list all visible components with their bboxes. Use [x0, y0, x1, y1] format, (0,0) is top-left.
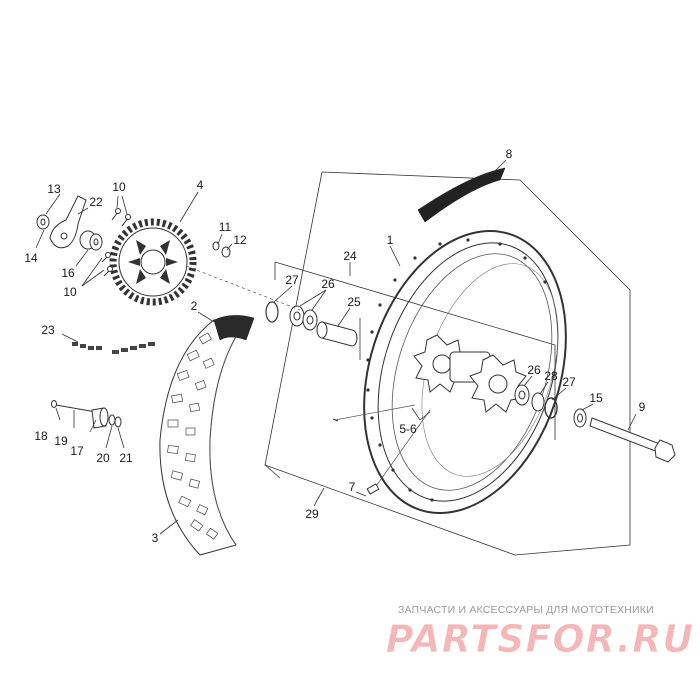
callout-15: 15: [589, 391, 603, 405]
axle-9: [589, 417, 676, 463]
chain-23: [72, 342, 155, 354]
rim-spoke-holes: [366, 238, 547, 502]
callout-10-bottom: 10: [63, 285, 77, 299]
leader-lines: [35, 159, 637, 535]
nut-13: [36, 214, 50, 230]
callout-4: 4: [197, 178, 204, 192]
sprocket-axis-line: [185, 265, 301, 311]
spacer-tube-25: [316, 321, 358, 347]
rear-sprocket-4: [109, 218, 197, 306]
callout-16: 16: [61, 266, 75, 280]
callout-5-6: 5-6: [399, 422, 417, 436]
callout-8: 8: [506, 147, 513, 161]
callout-22: 22: [89, 195, 103, 209]
callout-1: 1: [387, 233, 394, 247]
tyre-3: [159, 319, 241, 556]
callout-28: 28: [544, 369, 558, 383]
hub: [413, 334, 527, 413]
rim-tape: [417, 167, 506, 223]
axle-spacer-15: [573, 408, 587, 428]
callout-14: 14: [24, 251, 38, 265]
callout-7: 7: [349, 480, 356, 494]
callout-20: 20: [96, 451, 110, 465]
callout-12: 12: [233, 233, 247, 247]
watermark-caption: ЗАПЧАСТИ И АКСЕССУАРЫ ДЛЯ МОТОТЕХНИКИ: [398, 604, 654, 616]
callout-13: 13: [47, 182, 61, 196]
callout-27-right: 27: [562, 375, 576, 389]
adjuster-nut-washer-20-21: [108, 414, 122, 428]
callout-24: 24: [343, 249, 357, 263]
callout-26-left: 26: [321, 277, 335, 291]
right-bearing-26: [514, 384, 530, 406]
callout-11: 11: [219, 220, 232, 234]
callout-23: 23: [41, 323, 55, 337]
callout-17: 17: [70, 444, 84, 458]
callout-27-left: 27: [285, 273, 299, 287]
brake-carrier-22: [49, 195, 87, 249]
sprocket-nut-washer-11-12: [212, 241, 231, 258]
watermark-logo: PARTSFOR.RU: [385, 617, 694, 662]
callout-10-top: 10: [112, 180, 126, 194]
spokes: [332, 404, 431, 493]
callout-29: 29: [305, 507, 319, 521]
adjuster-bolt-18-19: [51, 400, 97, 413]
callout-labels: 13 10 4 22 11 12 14 16 10 8 1 24 27 26 2…: [24, 147, 645, 545]
right-spacer-28: [531, 392, 545, 412]
bolts-10: [101, 208, 131, 277]
spoke-nipple: [366, 483, 380, 495]
callout-9: 9: [639, 400, 646, 414]
callout-18: 18: [34, 429, 48, 443]
callout-26-right: 26: [527, 363, 541, 377]
callout-3: 3: [152, 531, 159, 545]
left-seal-27: [265, 301, 279, 323]
adjuster-block-17: [91, 407, 109, 429]
svg-text:PARTSFOR.RU: PARTSFOR.RU: [386, 617, 694, 661]
bushing-16: [79, 230, 103, 251]
left-bearings-26: [289, 305, 318, 331]
callout-25: 25: [347, 295, 361, 309]
callout-19: 19: [54, 434, 68, 448]
right-seal-27: [544, 397, 558, 419]
callout-2: 2: [191, 299, 198, 313]
callout-21: 21: [119, 451, 133, 465]
inner-tube-2: [213, 315, 255, 341]
